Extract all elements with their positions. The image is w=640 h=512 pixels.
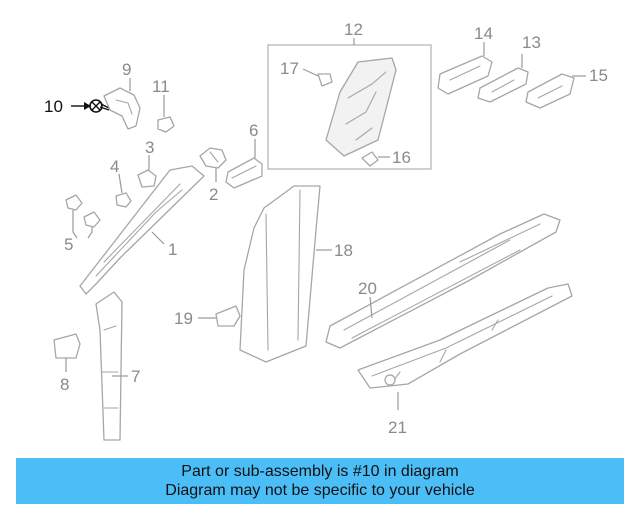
part-11-clip [157,95,175,133]
part-8-clip [53,333,81,372]
group-12-box [267,38,432,170]
callout-14: 14 [474,24,493,43]
part-12-upper-trim [325,57,397,157]
parts-diagram-svg: 10 9 11 3 4 5 2 6 [44,20,608,441]
callout-10: 10 [44,97,63,116]
callout-2: 2 [209,185,218,204]
callout-20: 20 [358,279,377,298]
part-19-trim [198,305,241,327]
part-20-sill-plate [325,213,561,349]
part-3-clip [137,155,157,188]
part-6-trim [225,139,263,189]
part-5-clips [65,194,101,239]
part-17-bolt [302,68,333,87]
callout-9: 9 [122,60,131,79]
part-2-bolt [199,147,227,182]
callout-1: 1 [168,240,177,259]
callout-11: 11 [152,77,170,96]
part-14-bracket [437,42,493,95]
part-18-b-pillar-trim [239,185,332,363]
part-21-reinforcement [357,283,573,410]
callout-3: 3 [145,138,154,157]
callout-5: 5 [64,235,73,254]
part-4-clip [115,173,132,208]
callout-7: 7 [131,367,140,386]
callout-19: 19 [174,309,193,328]
part-13-bracket [477,54,529,103]
part-7-trim-strip [95,291,128,441]
callout-4: 4 [110,157,119,176]
callout-16: 16 [392,148,411,167]
footer-line-1: Part or sub-assembly is #10 in diagram [181,463,459,480]
footer-line-2: Diagram may not be specific to your vehi… [165,482,475,499]
callout-6: 6 [249,121,258,140]
callout-17: 17 [280,59,299,78]
callout-15: 15 [589,66,608,85]
part-10-bolt[interactable] [71,99,110,113]
part-1-a-pillar-trim [79,165,205,295]
callout-21: 21 [388,418,407,437]
part-15-bracket [525,73,586,109]
callout-13: 13 [522,33,541,52]
part-16-clip [361,151,390,167]
footer-banner: Part or sub-assembly is #10 in diagram D… [16,458,624,504]
callout-8: 8 [60,375,69,394]
part-9-bracket [103,78,141,130]
callout-12: 12 [344,20,363,39]
parts-diagram: 10 9 11 3 4 5 2 6 [44,20,608,441]
callout-18: 18 [334,241,353,260]
